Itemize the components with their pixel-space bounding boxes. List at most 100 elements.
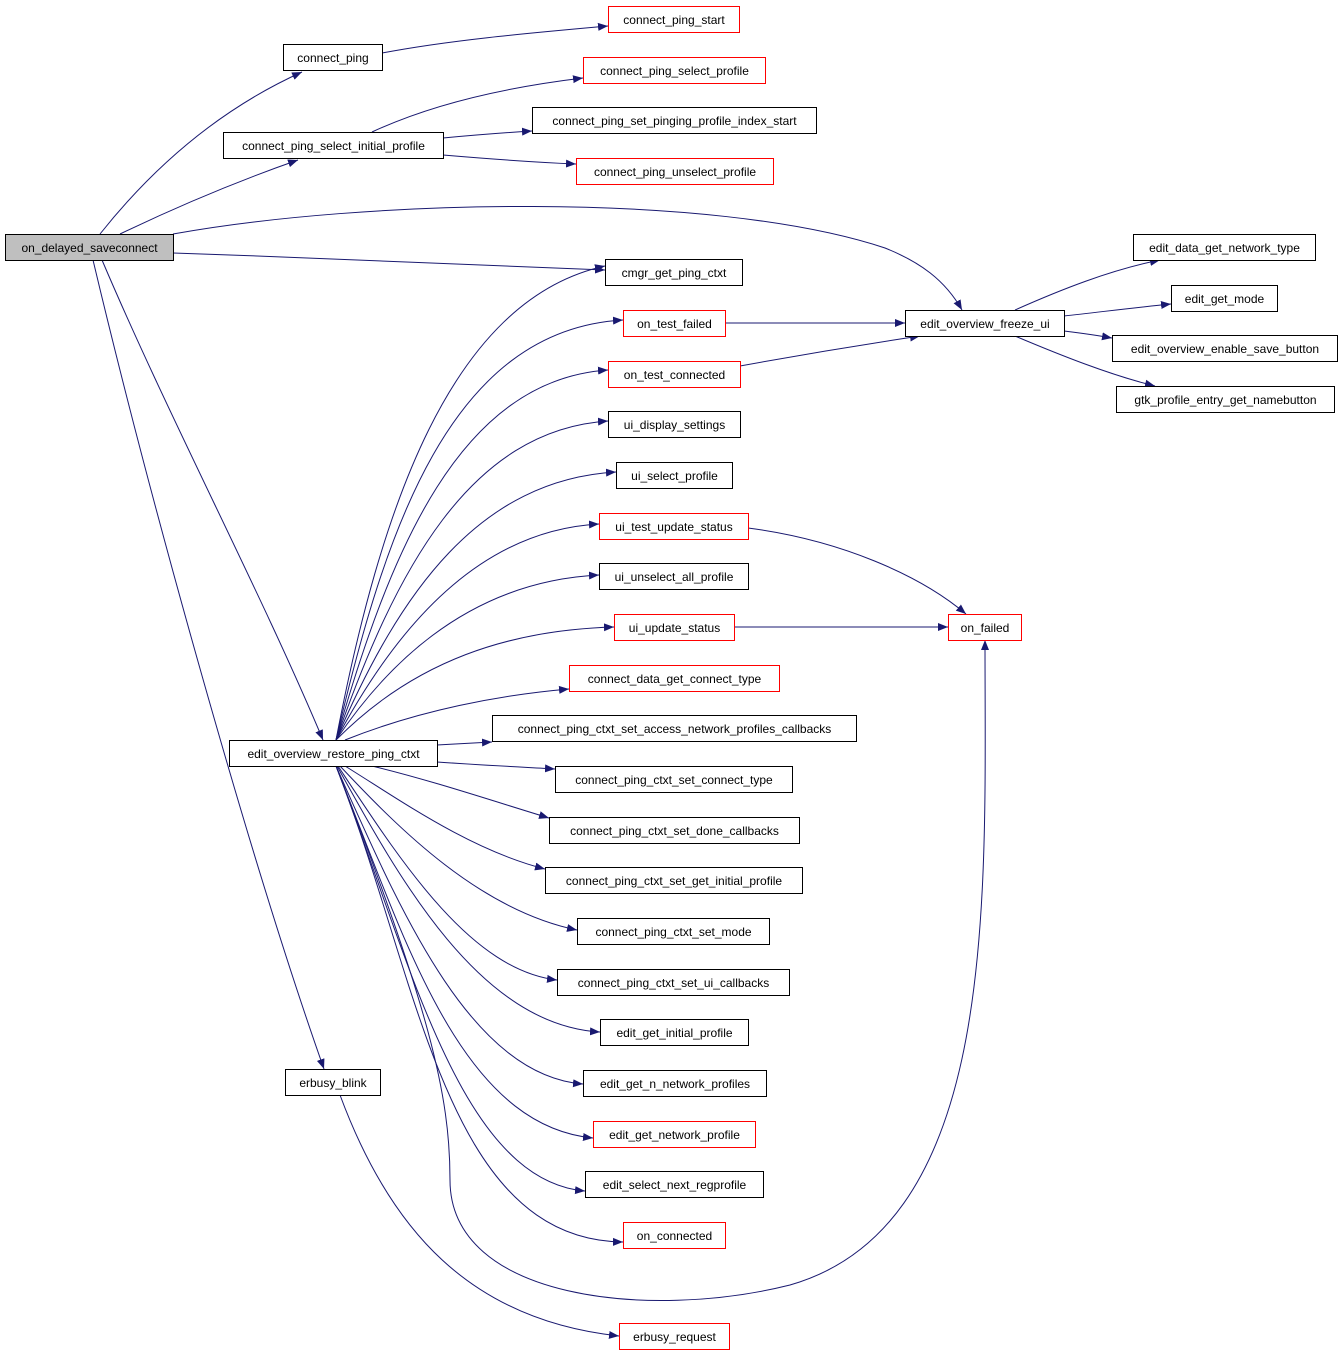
node-edit-select-next-regprofile[interactable]: edit_select_next_regprofile [585,1171,764,1198]
edge-path [337,765,558,983]
node-label: ui_test_update_status [615,520,732,534]
node-edit-get-mode[interactable]: edit_get_mode [1171,285,1278,312]
node-connect-ping-ctxt-set-access-network-profiles-callbacks[interactable]: connect_ping_ctxt_set_access_network_pro… [492,715,857,742]
edge-path [172,252,606,274]
node-gtk-profile-entry-get-namebutton[interactable]: gtk_profile_entry_get_namebutton [1116,386,1335,413]
node-on-test-failed[interactable]: on_test_failed [623,310,726,337]
node-label: connect_ping_select_initial_profile [242,139,425,153]
node-label: on_delayed_saveconnect [21,241,158,255]
node-connect-ping-select-initial-profile[interactable]: connect_ping_select_initial_profile [223,132,444,159]
call-edge [747,527,967,615]
node-label: cmgr_get_ping_ctxt [622,266,727,280]
node-cmgr-get-ping-ctxt[interactable]: cmgr_get_ping_ctxt [605,259,743,286]
call-edge [335,765,586,1195]
call-edge [92,259,325,1070]
node-connect-data-get-connect-type[interactable]: connect_data_get_connect_type [569,665,780,692]
edge-path [747,527,967,615]
node-connect-ping-unselect-profile[interactable]: connect_ping_unselect_profile [576,158,774,185]
edge-path [336,765,601,1036]
node-on-test-connected[interactable]: on_test_connected [608,361,741,388]
call-edge [739,333,921,367]
node-connect-ping-set-pinging-profile-index-start[interactable]: connect_ping_set_pinging_profile_index_s… [532,107,817,134]
edge-path [335,571,600,741]
node-label: gtk_profile_entry_get_namebutton [1134,393,1316,407]
node-box [585,1171,764,1198]
edge-path [1014,335,1156,388]
node-label: connect_ping_ctxt_set_mode [595,925,751,939]
node-box [1133,234,1316,261]
node-box [285,1069,381,1096]
nodes-layer: on_delayed_saveconnectconnect_pingconnec… [5,6,1338,1350]
node-label: on_connected [637,1229,712,1243]
node-label: on_failed [961,621,1010,635]
edges-layer [92,22,1172,1339]
node-connect-ping-ctxt-set-get-initial-profile[interactable]: connect_ping_ctxt_set_get_initial_profil… [545,867,803,894]
call-edge [344,765,546,871]
node-ui-test-update-status[interactable]: ui_test_update_status [599,513,749,540]
edge-path [335,316,624,741]
edge-path [1014,258,1161,311]
node-edit-get-initial-profile[interactable]: edit_get_initial_profile [600,1019,749,1046]
call-edge [335,571,600,741]
call-edge [101,259,324,741]
node-box [599,513,749,540]
call-edge [436,761,556,773]
node-label: edit_get_n_network_profiles [600,1077,750,1091]
node-box [616,462,733,489]
node-box [623,1222,726,1249]
node-ui-unselect-all-profile[interactable]: ui_unselect_all_profile [599,563,749,590]
node-erbusy-request[interactable]: erbusy_request [619,1323,730,1350]
edge-path [335,468,617,741]
edge-path [335,765,624,1246]
node-label: edit_select_next_regprofile [603,1178,747,1192]
node-connect-ping-ctxt-set-done-callbacks[interactable]: connect_ping_ctxt_set_done_callbacks [549,817,800,844]
edge-path [739,333,921,367]
node-edit-get-network-profile[interactable]: edit_get_network_profile [593,1121,756,1148]
edge-path [442,154,577,168]
node-erbusy-blink[interactable]: erbusy_blink [285,1069,381,1096]
node-edit-get-n-network-profiles[interactable]: edit_get_n_network_profiles [583,1070,767,1097]
edge-path [92,259,325,1070]
edge-path [335,520,600,741]
call-edge [1063,300,1172,317]
node-edit-overview-enable-save-button[interactable]: edit_overview_enable_save_button [1112,335,1338,362]
call-edge [335,264,606,741]
edge-path [381,22,609,54]
node-box [1171,285,1278,312]
call-edge [339,1094,620,1339]
call-edge [335,765,584,1088]
node-box [619,1323,730,1350]
node-edit-data-get-network-type[interactable]: edit_data_get_network_type [1133,234,1316,261]
edge-path [119,159,299,235]
node-box [229,740,438,767]
node-on-delayed-saveconnect[interactable]: on_delayed_saveconnect [5,234,174,261]
node-connect-ping-start[interactable]: connect_ping_start [608,6,740,33]
node-on-failed[interactable]: on_failed [948,614,1022,641]
node-label: edit_overview_restore_ping_ctxt [247,747,420,761]
call-edge [99,71,303,235]
node-label: connect_ping_start [623,13,725,27]
edge-path [335,639,990,1301]
node-label: connect_ping_ctxt_set_connect_type [575,773,773,787]
node-edit-overview-freeze-ui[interactable]: edit_overview_freeze_ui [905,310,1065,337]
node-connect-ping-ctxt-set-mode[interactable]: connect_ping_ctxt_set_mode [577,918,770,945]
edge-path [1063,330,1113,341]
call-edge [335,623,615,741]
node-box [583,57,766,84]
node-ui-update-status[interactable]: ui_update_status [614,614,735,641]
node-edit-overview-restore-ping-ctxt[interactable]: edit_overview_restore_ping_ctxt [229,740,438,767]
node-ui-select-profile[interactable]: ui_select_profile [616,462,733,489]
edge-path [436,761,556,773]
node-connect-ping[interactable]: connect_ping [283,44,383,71]
node-connect-ping-ctxt-set-connect-type[interactable]: connect_ping_ctxt_set_connect_type [555,766,793,793]
call-edge [335,765,624,1246]
call-edge [172,252,606,274]
node-on-connected[interactable]: on_connected [623,1222,726,1249]
node-ui-display-settings[interactable]: ui_display_settings [608,411,741,438]
node-connect-ping-select-profile[interactable]: connect_ping_select_profile [583,57,766,84]
node-connect-ping-ctxt-set-ui-callbacks[interactable]: connect_ping_ctxt_set_ui_callbacks [557,969,790,996]
call-edge [172,205,963,311]
call-edge [335,468,617,741]
call-edge [371,765,550,819]
